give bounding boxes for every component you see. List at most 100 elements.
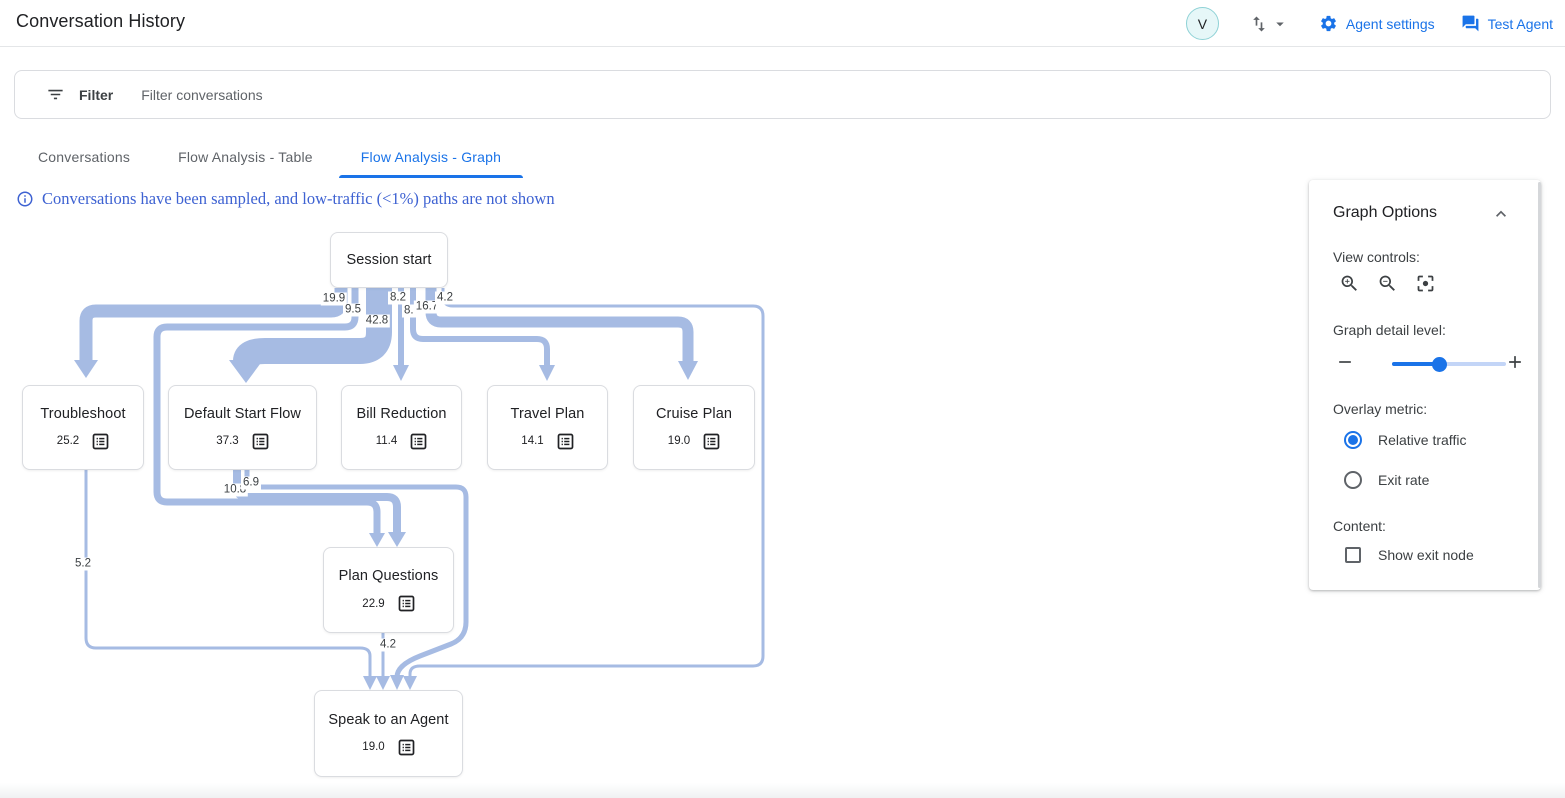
arrowhead [363,676,377,690]
list-icon[interactable] [398,739,415,756]
swap-vert-icon [1249,14,1269,34]
edge-value-label: 19.9 [320,292,348,306]
graph-detail-label: Graph detail level: [1333,322,1446,338]
filter-label: Filter [79,86,114,103]
edge-value-label: 4.2 [435,291,455,305]
radio-exit-rate[interactable]: Exit rate [1344,471,1429,489]
edge-value-label: 6.9 [241,476,261,490]
edge-value-label: 8.2 [388,291,408,305]
center-focus-icon[interactable] [1415,273,1436,294]
graph-detail-slider [1333,352,1529,376]
page-title: Conversation History [16,11,186,31]
arrowhead [376,676,390,690]
sampling-notice-text: Conversations have been sampled, and low… [42,189,555,208]
tab-flow-analysis-table[interactable]: Flow Analysis - Table [178,149,313,165]
node-plan-questions[interactable]: Plan Questions 22.9 [323,547,454,633]
decrease-detail-button[interactable] [1335,352,1355,372]
content-label: Content: [1333,518,1386,534]
node-value: 22.9 [362,597,385,610]
panel-scrollbar[interactable] [1538,182,1541,588]
edge-session-to-default-start-flow [233,288,392,374]
gear-icon [1319,14,1338,33]
edge-value-label: 16.7 [413,300,441,314]
node-value: 37.3 [216,435,239,447]
radio-label: Relative traffic [1378,432,1467,448]
node-title: Bill Reduction [356,405,447,422]
edge-value-label: 42.8 [363,314,391,328]
edge-value-label: 4.2 [378,638,398,652]
node-value: 11.4 [375,435,398,447]
radio-selected-icon [1344,431,1362,449]
bottom-edge [0,783,1565,798]
overlay-metric-label: Overlay metric: [1333,401,1428,417]
list-icon[interactable] [398,595,415,612]
slider-fill [1392,362,1439,366]
collapse-panel-button[interactable] [1491,204,1511,224]
test-agent-button[interactable]: Test Agent [1461,14,1553,33]
node-value: 25.2 [56,435,80,447]
node-cruise-plan[interactable]: Cruise Plan 19.0 [633,385,755,470]
filter-conversations-input[interactable]: Filter conversations [141,86,263,103]
zoom-out-icon[interactable] [1377,273,1398,294]
show-exit-node-checkbox[interactable]: Show exit node [1345,547,1474,563]
slider-track[interactable] [1392,357,1506,372]
node-title: Session start [346,252,432,268]
chat-icon [1461,14,1480,33]
tab-bar: Conversations Flow Analysis - Table Flow… [14,136,525,178]
node-default-start-flow[interactable]: Default Start Flow 37.3 [168,385,317,470]
edge-value-label: 9.5 [343,303,363,317]
node-bill-reduction[interactable]: Bill Reduction 11.4 [341,385,462,470]
list-icon[interactable] [703,433,720,450]
arrowhead [74,360,98,378]
increase-detail-button[interactable] [1505,352,1525,372]
filter-icon [46,85,65,104]
slider-thumb[interactable] [1431,357,1447,372]
node-value: 14.1 [521,435,544,447]
edge-session-to-troubleshoot [79,288,348,361]
arrowhead [539,365,555,381]
arrowhead [388,532,406,547]
arrowhead [229,360,263,383]
sampling-notice: Conversations have been sampled, and low… [16,189,555,209]
node-speak-to-an-agent[interactable]: Speak to an Agent 19.0 [314,690,463,777]
chevron-down-icon [1271,15,1289,33]
node-travel-plan[interactable]: Travel Plan 14.1 [487,385,608,470]
sort-button[interactable] [1245,10,1293,38]
node-title: Speak to an Agent [328,711,449,728]
node-value: 19.0 [667,435,691,447]
node-session-start[interactable]: Session start [330,232,448,288]
node-title: Default Start Flow [183,405,302,422]
chevron-up-icon [1491,204,1511,224]
list-icon[interactable] [252,433,269,450]
radio-unselected-icon [1344,471,1362,489]
graph-options-title: Graph Options [1333,204,1438,221]
agent-settings-label: Agent settings [1345,15,1435,32]
zoom-in-icon[interactable] [1339,273,1360,294]
list-icon[interactable] [410,433,427,450]
list-icon[interactable] [557,433,574,450]
view-controls [1339,273,1436,294]
top-bar: Conversation History V Agent settings [0,0,1565,47]
arrowhead [393,365,409,381]
arrowhead [403,676,417,690]
radio-label: Exit rate [1378,472,1430,488]
node-value: 19.0 [362,741,385,753]
agent-settings-button[interactable]: Agent settings [1319,14,1435,33]
test-agent-label: Test Agent [1487,15,1553,32]
tab-conversations[interactable]: Conversations [38,149,131,165]
arrowhead [678,361,698,380]
edge-value-label: 5.2 [73,557,93,571]
avatar[interactable]: V [1185,7,1219,40]
list-icon[interactable] [92,433,109,450]
edge-session-to-cruise-plan [425,288,694,362]
node-troubleshoot[interactable]: Troubleshoot 25.2 [22,385,144,470]
edge-session-to-speak-agent [408,288,765,678]
radio-relative-traffic[interactable]: Relative traffic [1344,431,1466,449]
tab-flow-analysis-graph[interactable]: Flow Analysis - Graph [337,136,525,178]
arrowhead [390,675,404,690]
node-title: Travel Plan [510,405,585,422]
filter-bar[interactable]: Filter Filter conversations [14,70,1551,119]
node-title: Troubleshoot [40,405,126,422]
node-title: Cruise Plan [655,405,733,422]
